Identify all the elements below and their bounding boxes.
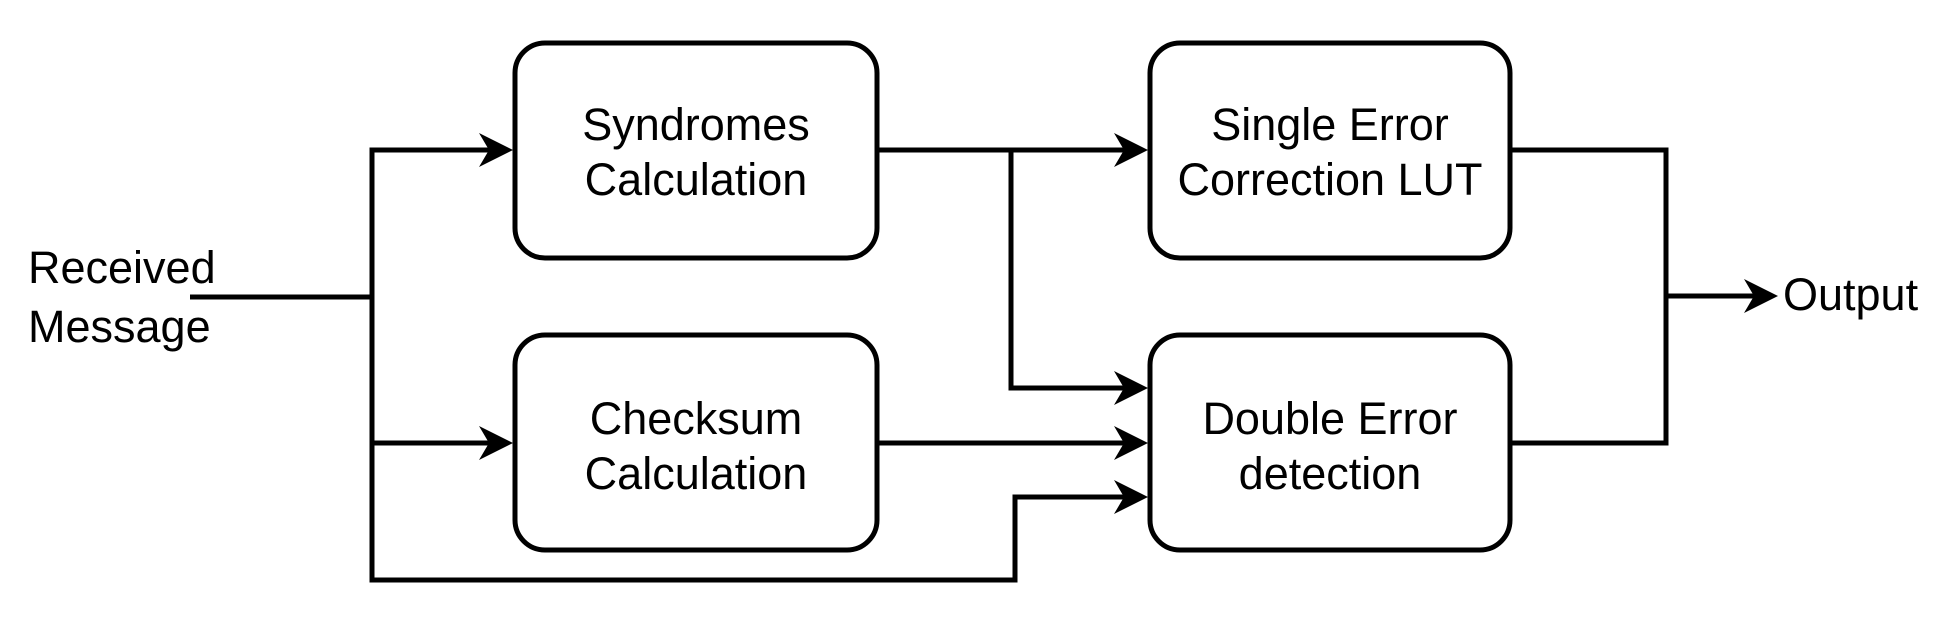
arrowhead-into-double-error-3 <box>1114 480 1148 514</box>
node-checksum-calculation: Checksum Calculation <box>512 332 880 553</box>
arrowhead-into-seclut <box>1114 133 1148 167</box>
arrowhead-into-double-error-2 <box>1114 426 1148 460</box>
arrowhead-into-double-error-1 <box>1114 371 1148 405</box>
edge-seclut-to-output-junction <box>1510 147 1669 298</box>
edge-received-to-syndromes <box>369 133 513 297</box>
single-error-correction-lut-label-line2: Correction LUT <box>1177 154 1482 205</box>
label-received-message: Received Message <box>28 242 216 352</box>
single-error-correction-lut-label-line1: Single Error <box>1211 99 1449 150</box>
syndromes-calculation-label-line2: Calculation <box>585 154 808 205</box>
received-message-label-line2: Message <box>28 301 211 352</box>
edge-syndromes-to-seclut <box>877 133 1148 167</box>
double-error-detection-label-line1: Double Error <box>1202 393 1457 444</box>
node-syndromes-calculation: Syndromes Calculation <box>512 40 880 261</box>
double-error-detection-label-line2: detection <box>1239 448 1422 499</box>
arrowhead-into-checksum <box>479 426 513 460</box>
checksum-calculation-label-line2: Calculation <box>585 448 808 499</box>
edge-syndromes-to-double-error <box>1008 150 1148 405</box>
checksum-calculation-label-line1: Checksum <box>590 393 803 444</box>
node-single-error-correction-lut: Single Error Correction LUT <box>1147 40 1513 261</box>
arrowhead-into-output <box>1744 279 1778 313</box>
edge-received-bypass-to-double-error <box>369 443 1148 583</box>
edge-double-error-to-output-junction <box>1510 294 1669 446</box>
node-double-error-detection: Double Error detection <box>1147 332 1513 553</box>
arrowhead-into-syndromes <box>479 133 513 167</box>
received-message-label-line1: Received <box>28 242 216 293</box>
edge-received-to-checksum <box>369 297 513 460</box>
label-output: Output <box>1783 269 1919 320</box>
edge-checksum-to-double-error <box>877 426 1148 460</box>
edge-junction-to-output <box>1666 279 1778 313</box>
output-label: Output <box>1783 269 1919 320</box>
syndromes-calculation-label-line1: Syndromes <box>582 99 810 150</box>
